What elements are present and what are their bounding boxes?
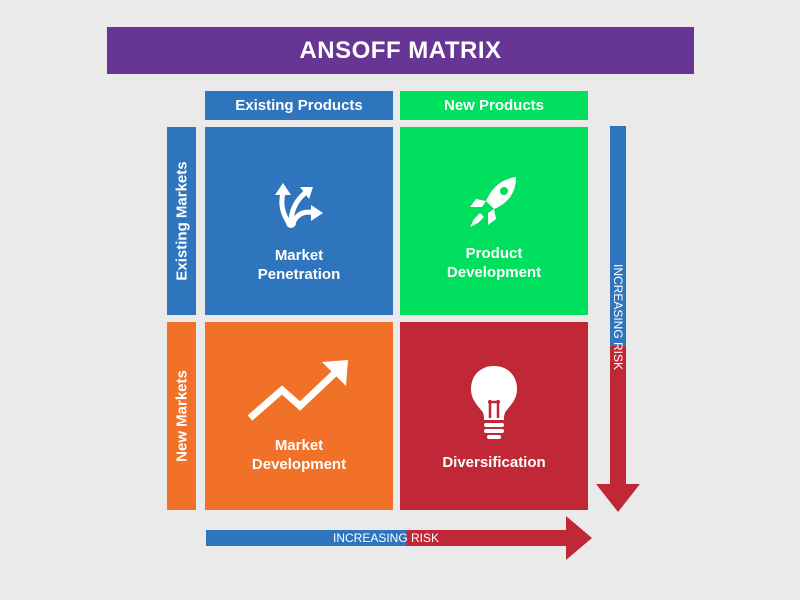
vertical-risk-label: INCREASING RISK: [610, 254, 626, 379]
row-header-new-markets: New Markets: [167, 322, 196, 510]
horizontal-risk-label-text: INCREASING RISK: [332, 531, 440, 545]
quadrant-market-penetration: Market Penetration: [205, 127, 393, 315]
market-penetration-line2: Penetration: [257, 266, 341, 283]
row-header-new-markets-label: New Markets: [173, 370, 190, 462]
column-header-existing-products: Existing Products: [205, 91, 393, 120]
column-header-new-products-label: New Products: [443, 97, 545, 114]
column-header-existing-products-label: Existing Products: [235, 97, 363, 114]
lightbulb-icon: [471, 366, 517, 439]
quadrant-product-development: Product Development: [400, 127, 588, 315]
diversification-label: Diversification: [442, 454, 546, 471]
column-header-new-products: New Products: [400, 91, 588, 120]
quadrant-diversification: Diversification: [400, 322, 588, 510]
horizontal-risk-arrow: [206, 516, 592, 560]
branching-arrows-icon: [275, 183, 323, 228]
row-header-existing-markets: Existing Markets: [167, 127, 196, 315]
vertical-risk-arrow: [596, 126, 640, 512]
title-banner: ANSOFF MATRIX: [107, 27, 694, 74]
product-development-line2: Development: [446, 264, 542, 281]
market-development-line2: Development: [251, 456, 347, 473]
row-header-existing-markets-label: Existing Markets: [173, 161, 190, 281]
product-development-line1: Product: [465, 245, 523, 262]
vertical-risk-label-text: INCREASING RISK: [611, 263, 625, 370]
market-penetration-line1: Market: [274, 247, 324, 264]
trend-up-arrow-icon: [247, 360, 348, 421]
page-title: ANSOFF MATRIX: [299, 36, 502, 64]
horizontal-risk-label: INCREASING RISK: [206, 530, 566, 546]
quadrant-market-development: Market Development: [205, 322, 393, 510]
rocket-icon: [470, 177, 516, 227]
market-development-line1: Market: [274, 437, 324, 454]
